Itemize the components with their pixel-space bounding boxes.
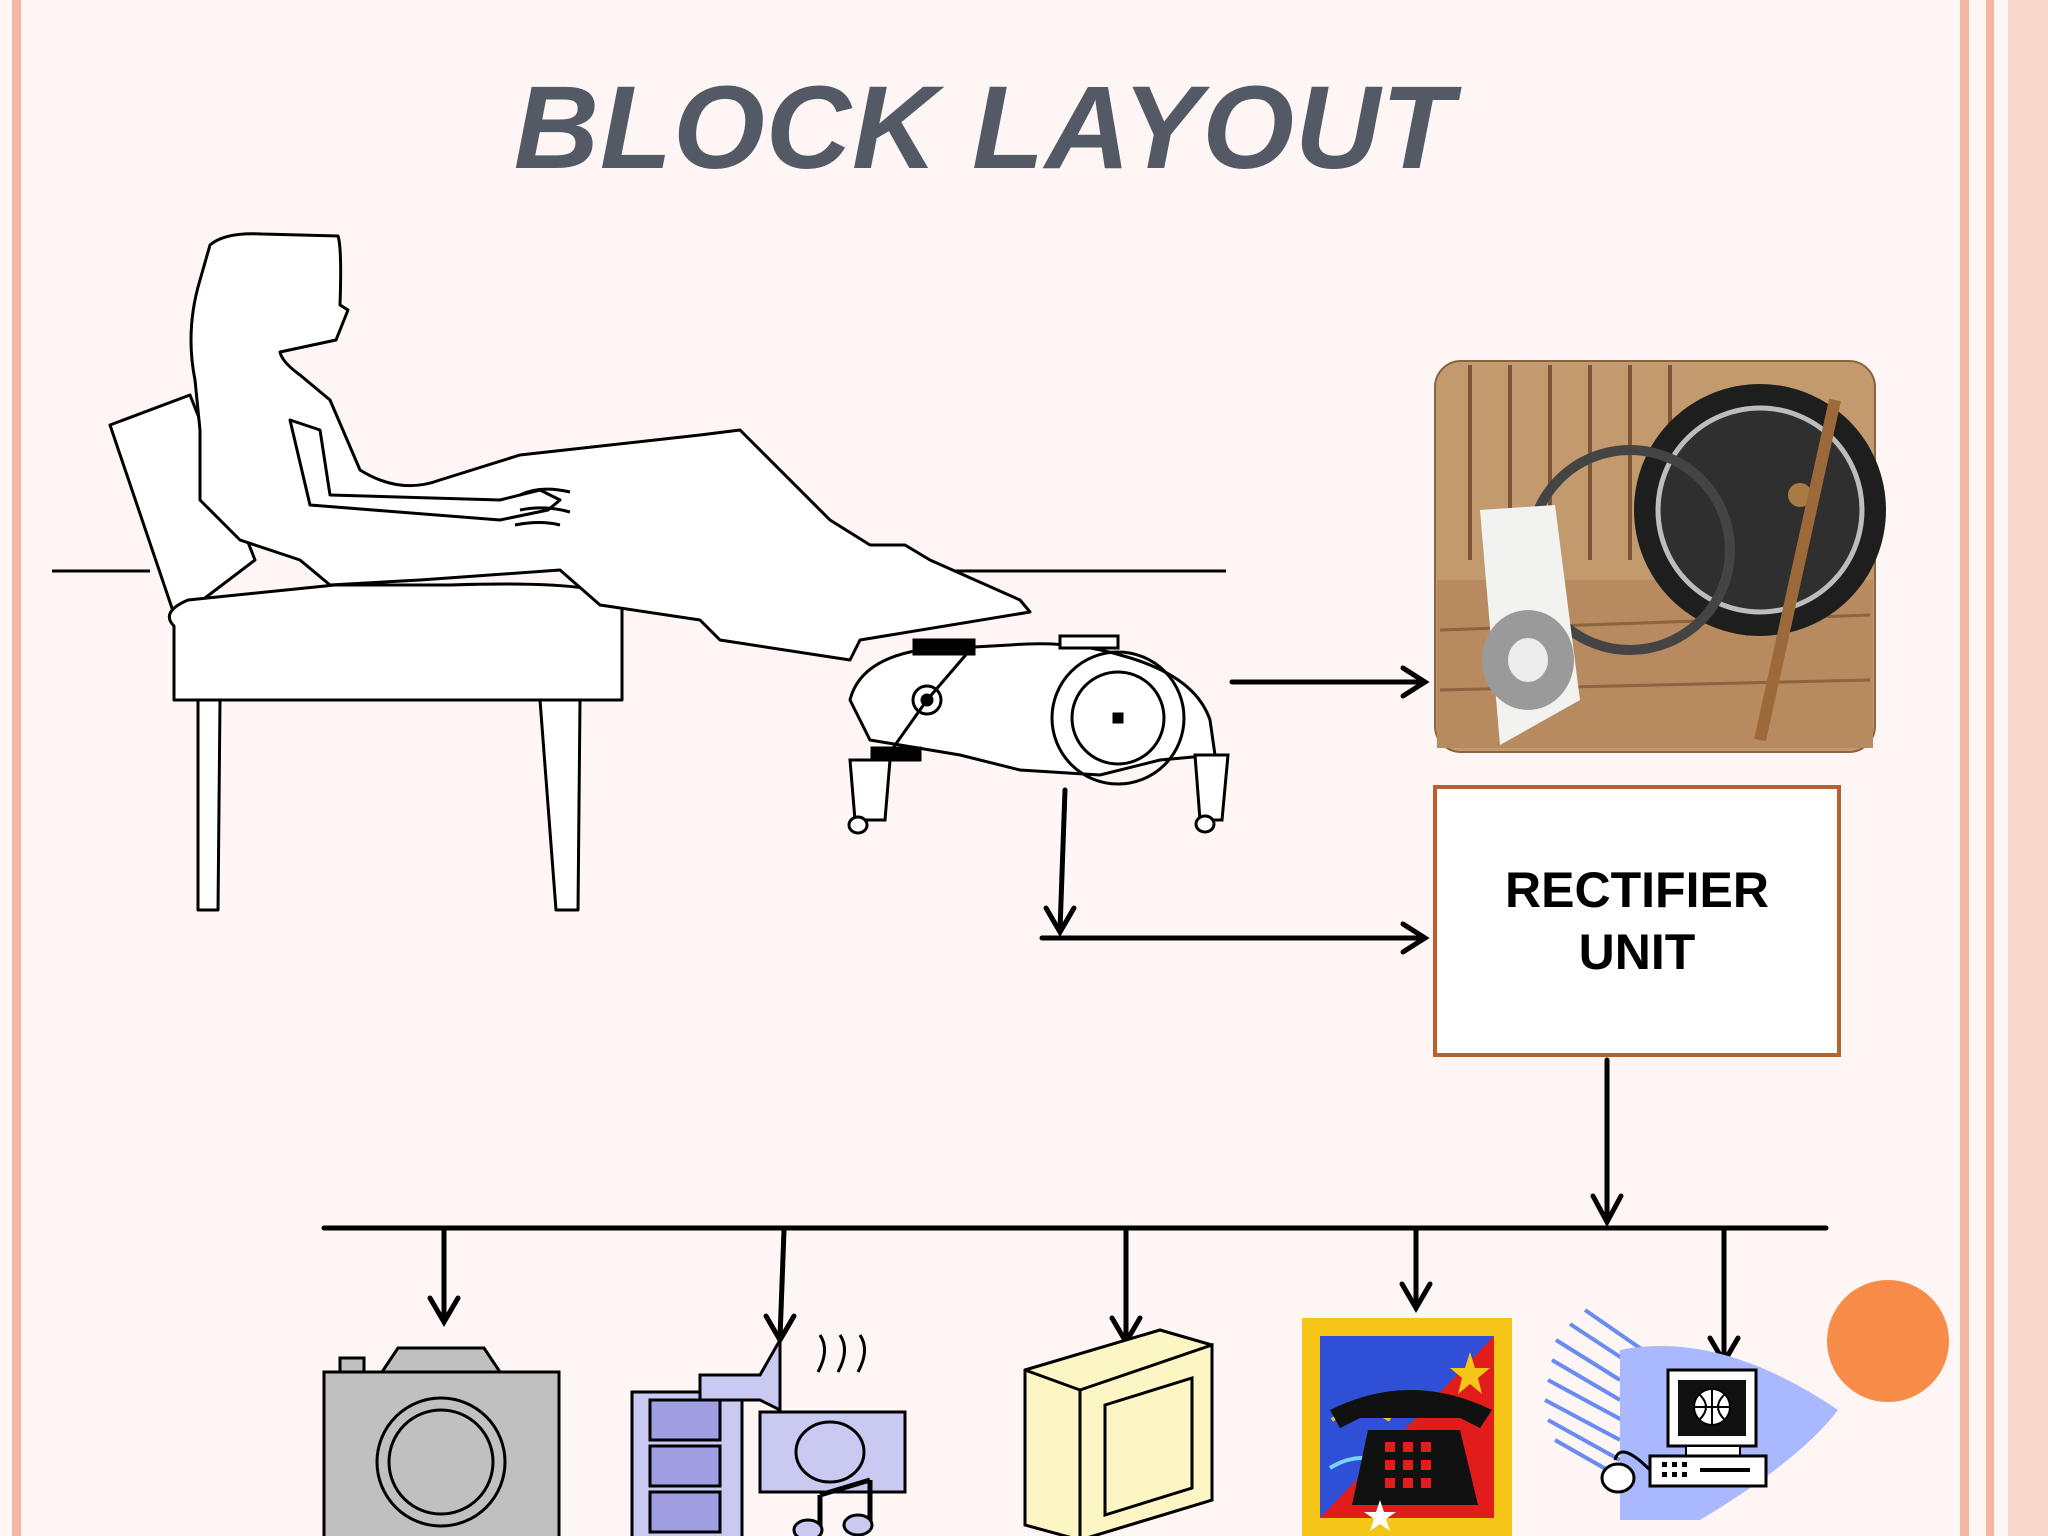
monitor-icon	[1023, 1328, 1214, 1536]
slide-border-left	[12, 0, 21, 1536]
arrows	[321, 665, 1829, 1367]
rectifier-label-line1: RECTIFIER	[1505, 862, 1769, 918]
slide-border-right-inner	[1960, 0, 1969, 1536]
pedal-exerciser-icon	[847, 634, 1230, 835]
slide-title: BLOCK LAYOUT	[513, 62, 1455, 194]
slide-border-right-outer	[2008, 0, 2048, 1536]
person-on-chair-icon	[108, 232, 1032, 912]
accent-circle	[1827, 1280, 1949, 1402]
generator-photo	[1434, 360, 1886, 753]
rectifier-label-line2: UNIT	[1578, 924, 1696, 980]
camera-icon	[322, 1346, 561, 1536]
computer-icon	[1544, 1308, 1838, 1520]
telephone-icon	[1302, 1318, 1512, 1536]
slide-border-right-middle	[1986, 0, 1994, 1536]
multimedia-icon	[630, 1334, 907, 1536]
rectifier-unit-box: RECTIFIER UNIT	[1433, 785, 1841, 1057]
